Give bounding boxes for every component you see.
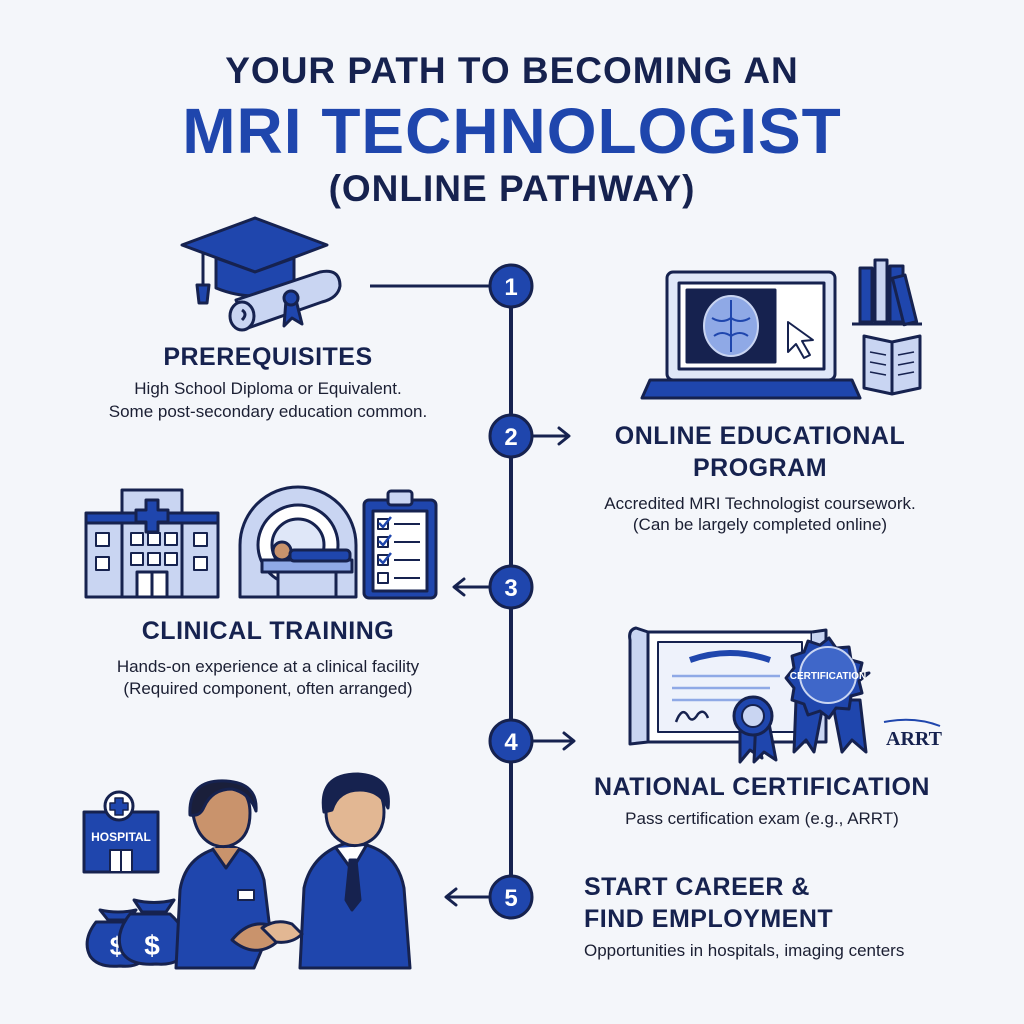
step-number-5: 5 xyxy=(504,885,517,912)
hospital-building-icon xyxy=(84,488,220,599)
step-4-title: NATIONAL CERTIFICATION xyxy=(594,773,930,801)
laptop-mri-icon xyxy=(640,270,862,400)
step-1-desc-line-1: High School Diploma or Equivalent. xyxy=(134,379,402,398)
step-2-desc-line-1: Accredited MRI Technologist coursework. xyxy=(604,494,916,513)
mri-scanner-icon xyxy=(238,485,358,599)
arrt-logo-icon: ARRT xyxy=(883,718,943,750)
checklist-clipboard-icon xyxy=(362,489,438,600)
step-5-title-line-1: START CAREER & xyxy=(584,873,810,901)
title-line-1: YOUR PATH TO BECOMING AN xyxy=(225,50,799,91)
title-line-3: (ONLINE PATHWAY) xyxy=(328,168,696,209)
step-1-desc-line-2: Some post-secondary education common. xyxy=(108,402,428,421)
arrow-left-3-icon xyxy=(452,577,492,597)
handshake-icon xyxy=(230,920,304,952)
step-5-desc-line-1: Opportunities in hospitals, imaging cent… xyxy=(584,941,905,960)
businessman-figure-icon xyxy=(298,772,412,970)
arrow-right-4-icon xyxy=(531,731,576,751)
step-number-4: 4 xyxy=(504,729,518,756)
step-4-desc-line-1: Pass certification exam (e.g., ARRT) xyxy=(625,809,899,828)
books-icon xyxy=(852,258,922,396)
step-3-title: CLINICAL TRAINING xyxy=(141,617,395,645)
money-bags-icon: $ $ xyxy=(85,898,189,968)
step-3-desc-line-1: Hands-on experience at a clinical facili… xyxy=(116,657,420,676)
step-2-title-line-1: ONLINE EDUCATIONAL xyxy=(614,422,906,450)
step-badge-5: 5 xyxy=(488,874,534,920)
step-badge-1: 1 xyxy=(488,263,534,309)
step-number-2: 2 xyxy=(504,424,517,451)
certification-seal-icon: CERTIFICATION xyxy=(784,636,871,754)
step-1-title: PREREQUISITES xyxy=(163,343,373,371)
step-badge-2: 2 xyxy=(488,413,534,459)
step-number-3: 3 xyxy=(504,575,517,602)
step-2-title-line-2: PROGRAM xyxy=(692,454,828,482)
step-badge-4: 4 xyxy=(488,718,534,764)
diploma-scroll-icon xyxy=(228,269,342,332)
small-seal-icon xyxy=(732,695,778,764)
step-2-desc-line-2: (Can be largely completed online) xyxy=(632,515,888,534)
arrt-logo-text: ARRT xyxy=(886,728,943,750)
hospital-sign-icon: HOSPITAL xyxy=(82,790,160,874)
step-number-1: 1 xyxy=(504,274,517,301)
step-5-title-line-2: FIND EMPLOYMENT xyxy=(584,905,834,933)
step-3-desc-line-2: (Required component, often arranged) xyxy=(123,679,413,698)
title-line-2: MRI TECHNOLOGIST xyxy=(182,95,842,167)
arrow-right-2-icon xyxy=(531,426,571,446)
hospital-sign-label: HOSPITAL xyxy=(91,830,151,844)
arrow-left-5-icon xyxy=(444,887,492,907)
certification-seal-label: CERTIFICATION xyxy=(790,671,866,682)
money-bag-symbol-2: $ xyxy=(144,930,160,961)
step-badge-3: 3 xyxy=(488,564,534,610)
